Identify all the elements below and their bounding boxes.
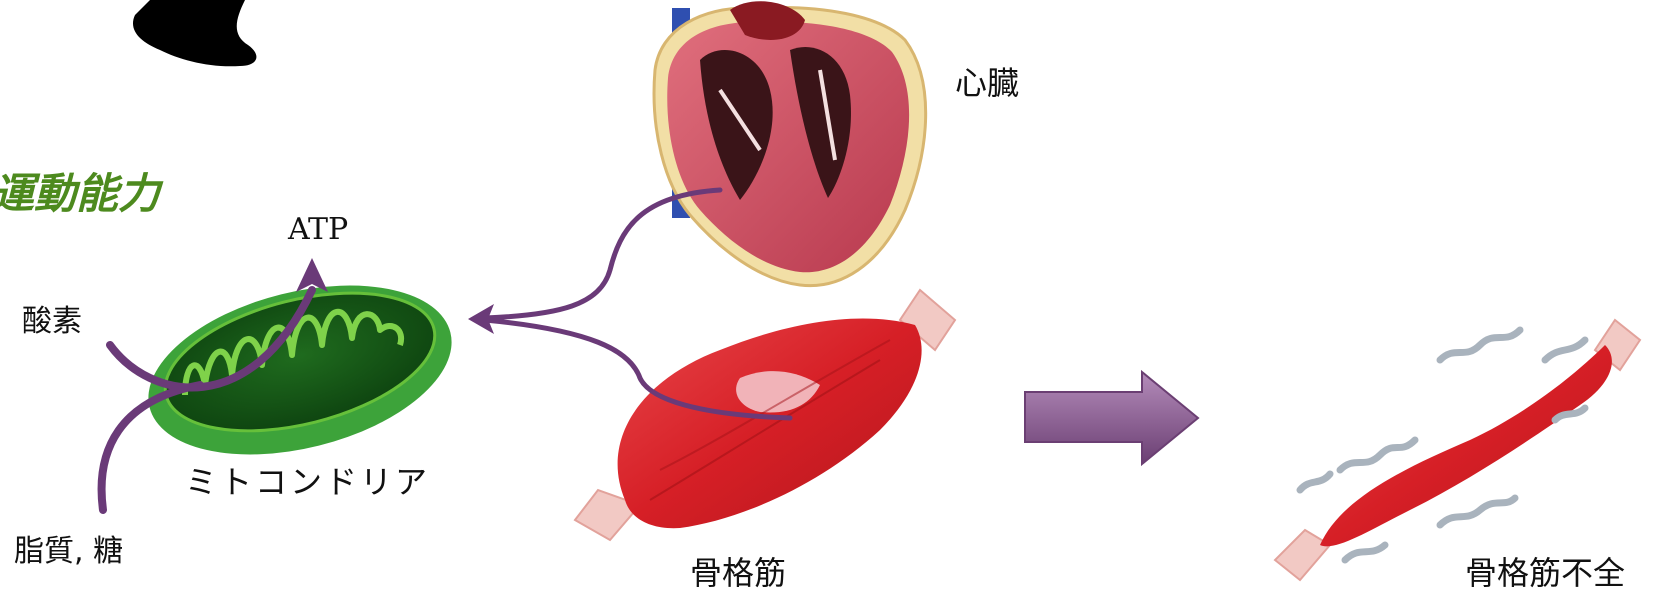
heart-icon <box>654 1 926 285</box>
running-shoe-icon <box>133 0 256 66</box>
atrophied-muscle-icon <box>1275 320 1640 580</box>
label-skeletal-muscle-failure: 骨格筋不全 <box>1465 548 1625 594</box>
label-lipid-sugar: 脂質, 糖 <box>14 526 123 570</box>
right-arrow-icon <box>1025 372 1198 464</box>
label-oxygen: 酸素 <box>22 296 82 340</box>
label-atp: ATP <box>288 212 348 247</box>
mitochondria-icon <box>131 257 470 483</box>
heading-exercise-capacity: 運動能力 <box>0 160 160 221</box>
label-skeletal-muscle: 骨格筋 <box>690 548 786 594</box>
label-heart: 心臓 <box>955 58 1019 104</box>
label-mitochondria: ミトコンドリア <box>185 457 430 503</box>
